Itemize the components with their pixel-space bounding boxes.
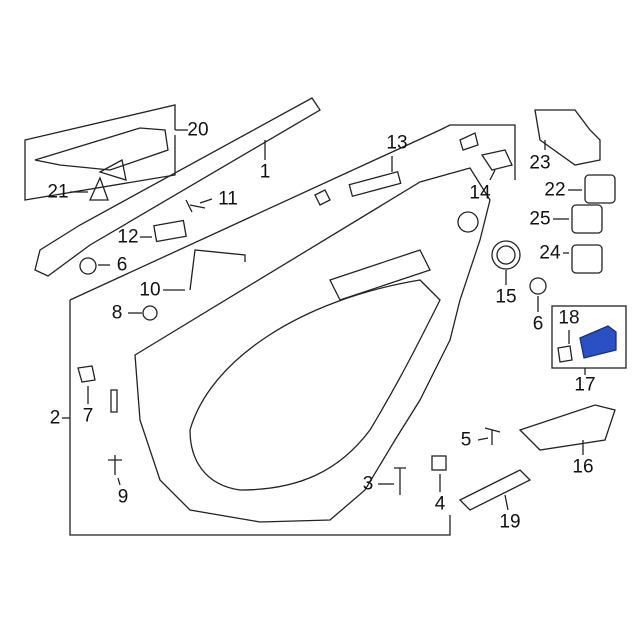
speaker-grille xyxy=(457,211,479,233)
callout-3: 3 xyxy=(362,473,374,495)
part-1-trim-strip xyxy=(34,97,321,277)
callout-25: 25 xyxy=(529,208,551,230)
callout-13: 13 xyxy=(386,132,408,154)
part-7-clip xyxy=(77,365,96,383)
callout-2: 2 xyxy=(49,407,61,429)
part-4-nut xyxy=(431,455,447,471)
callout-16: 16 xyxy=(572,456,594,478)
callout-10: 10 xyxy=(139,279,161,301)
part-6-grommet xyxy=(79,257,97,275)
callout-22: 22 xyxy=(544,179,566,201)
callout-9: 9 xyxy=(117,486,129,508)
part-23-switch-assembly xyxy=(534,109,601,166)
callout-12: 12 xyxy=(117,226,139,248)
part-6b-grommet xyxy=(529,277,547,295)
part-pin xyxy=(110,389,118,413)
part-24-switch xyxy=(571,244,603,274)
part-5-bolt xyxy=(484,427,501,445)
part-clip-13b xyxy=(459,132,479,151)
callout-11: 11 xyxy=(218,188,238,210)
part-17-box xyxy=(551,305,627,369)
callout-4: 4 xyxy=(434,493,446,515)
callout-8: 8 xyxy=(111,302,123,324)
callout-23: 23 xyxy=(529,152,551,174)
callout-20: 20 xyxy=(187,119,209,141)
part-13-grille xyxy=(348,170,402,198)
callout-7: 7 xyxy=(82,405,94,427)
part-11-bolt xyxy=(185,199,206,213)
callout-24: 24 xyxy=(539,242,561,264)
part-8-clip xyxy=(142,305,158,321)
part-14-cover xyxy=(480,149,513,171)
callout-1: 1 xyxy=(259,161,271,183)
callout-21: 21 xyxy=(47,181,69,203)
part-17-module-highlight xyxy=(579,325,617,359)
part-10-bracket xyxy=(189,249,246,291)
part-20-box xyxy=(24,104,176,201)
part-20-armrest xyxy=(34,127,169,171)
part-22-switch xyxy=(584,174,616,204)
part-21-clip xyxy=(88,159,127,201)
door-handle-recess xyxy=(329,249,431,301)
part-9-screw xyxy=(108,455,122,475)
part-18-clip xyxy=(557,345,573,363)
part-3-screw xyxy=(394,467,406,495)
callout-18: 18 xyxy=(558,307,580,329)
callout-6: 6 xyxy=(116,254,128,276)
callout-15: 15 xyxy=(495,286,517,308)
part-nut xyxy=(314,189,331,206)
part-12-clip xyxy=(153,219,187,243)
part-2-door-panel xyxy=(134,167,491,523)
part-25-switch xyxy=(571,204,603,234)
part-15-speaker-ring xyxy=(491,240,521,270)
callout-5: 5 xyxy=(460,429,472,451)
part-19-handle-trim xyxy=(458,469,532,511)
part-16-switch-bezel xyxy=(518,404,616,451)
callout-14: 14 xyxy=(469,182,491,204)
callout-6b: 6 xyxy=(532,313,544,335)
callout-17: 17 xyxy=(574,374,596,396)
door-panel-recess xyxy=(189,279,441,491)
callout-19: 19 xyxy=(499,511,521,533)
